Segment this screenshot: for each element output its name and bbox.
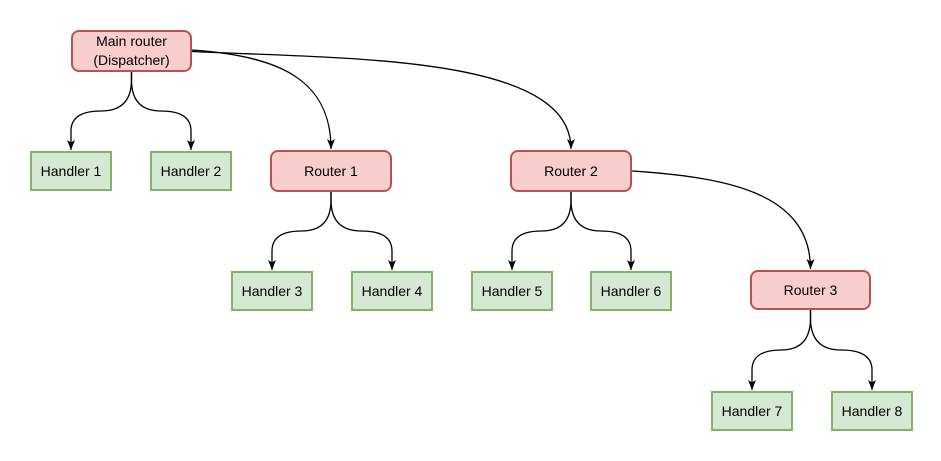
node-handler-3: Handler 3 bbox=[231, 271, 313, 311]
edge-router-2-to-router-3 bbox=[631, 170, 815, 270]
edge-router-3-to-handler-7 bbox=[748, 310, 812, 390]
node-handler-7: Handler 7 bbox=[711, 391, 793, 431]
node-router-2-label: Router 2 bbox=[544, 162, 598, 179]
node-handler-8-label: Handler 8 bbox=[841, 402, 903, 419]
node-handler-2-label: Handler 2 bbox=[160, 162, 222, 179]
node-router-3: Router 3 bbox=[750, 270, 871, 310]
edge-router-1-to-handler-3 bbox=[268, 192, 332, 270]
node-router-1: Router 1 bbox=[270, 150, 392, 192]
node-handler-4-label: Handler 4 bbox=[361, 282, 423, 299]
node-handler-5-label: Handler 5 bbox=[481, 282, 543, 299]
node-router-2: Router 2 bbox=[510, 150, 632, 192]
node-handler-3-label: Handler 3 bbox=[241, 282, 303, 299]
node-handler-1-label: Handler 1 bbox=[40, 162, 102, 179]
node-main-router: Main router (Dispatcher) bbox=[71, 30, 192, 72]
edge-main-router-to-router-1 bbox=[191, 49, 335, 150]
edge-router-2-to-handler-5 bbox=[508, 192, 572, 270]
node-router-1-label: Router 1 bbox=[304, 162, 358, 179]
node-handler-4: Handler 4 bbox=[351, 271, 433, 311]
node-router-3-label: Router 3 bbox=[783, 281, 838, 298]
edge-main-router-to-handler-1 bbox=[67, 72, 133, 150]
edge-main-router-to-handler-2 bbox=[130, 72, 195, 150]
node-handler-1: Handler 1 bbox=[30, 151, 112, 191]
node-handler-8: Handler 8 bbox=[831, 391, 913, 431]
node-handler-6: Handler 6 bbox=[590, 271, 672, 311]
node-handler-2: Handler 2 bbox=[150, 151, 232, 191]
edge-router-1-to-handler-4 bbox=[330, 192, 396, 270]
edge-router-2-to-handler-6 bbox=[570, 192, 635, 270]
edge-router-3-to-handler-8 bbox=[809, 310, 876, 390]
node-handler-6-label: Handler 6 bbox=[600, 282, 662, 299]
node-main-router-label: Main router (Dispatcher) bbox=[93, 33, 170, 68]
node-handler-7-label: Handler 7 bbox=[721, 402, 783, 419]
node-handler-5: Handler 5 bbox=[471, 271, 553, 311]
edge-main-router-to-router-2 bbox=[191, 50, 575, 150]
